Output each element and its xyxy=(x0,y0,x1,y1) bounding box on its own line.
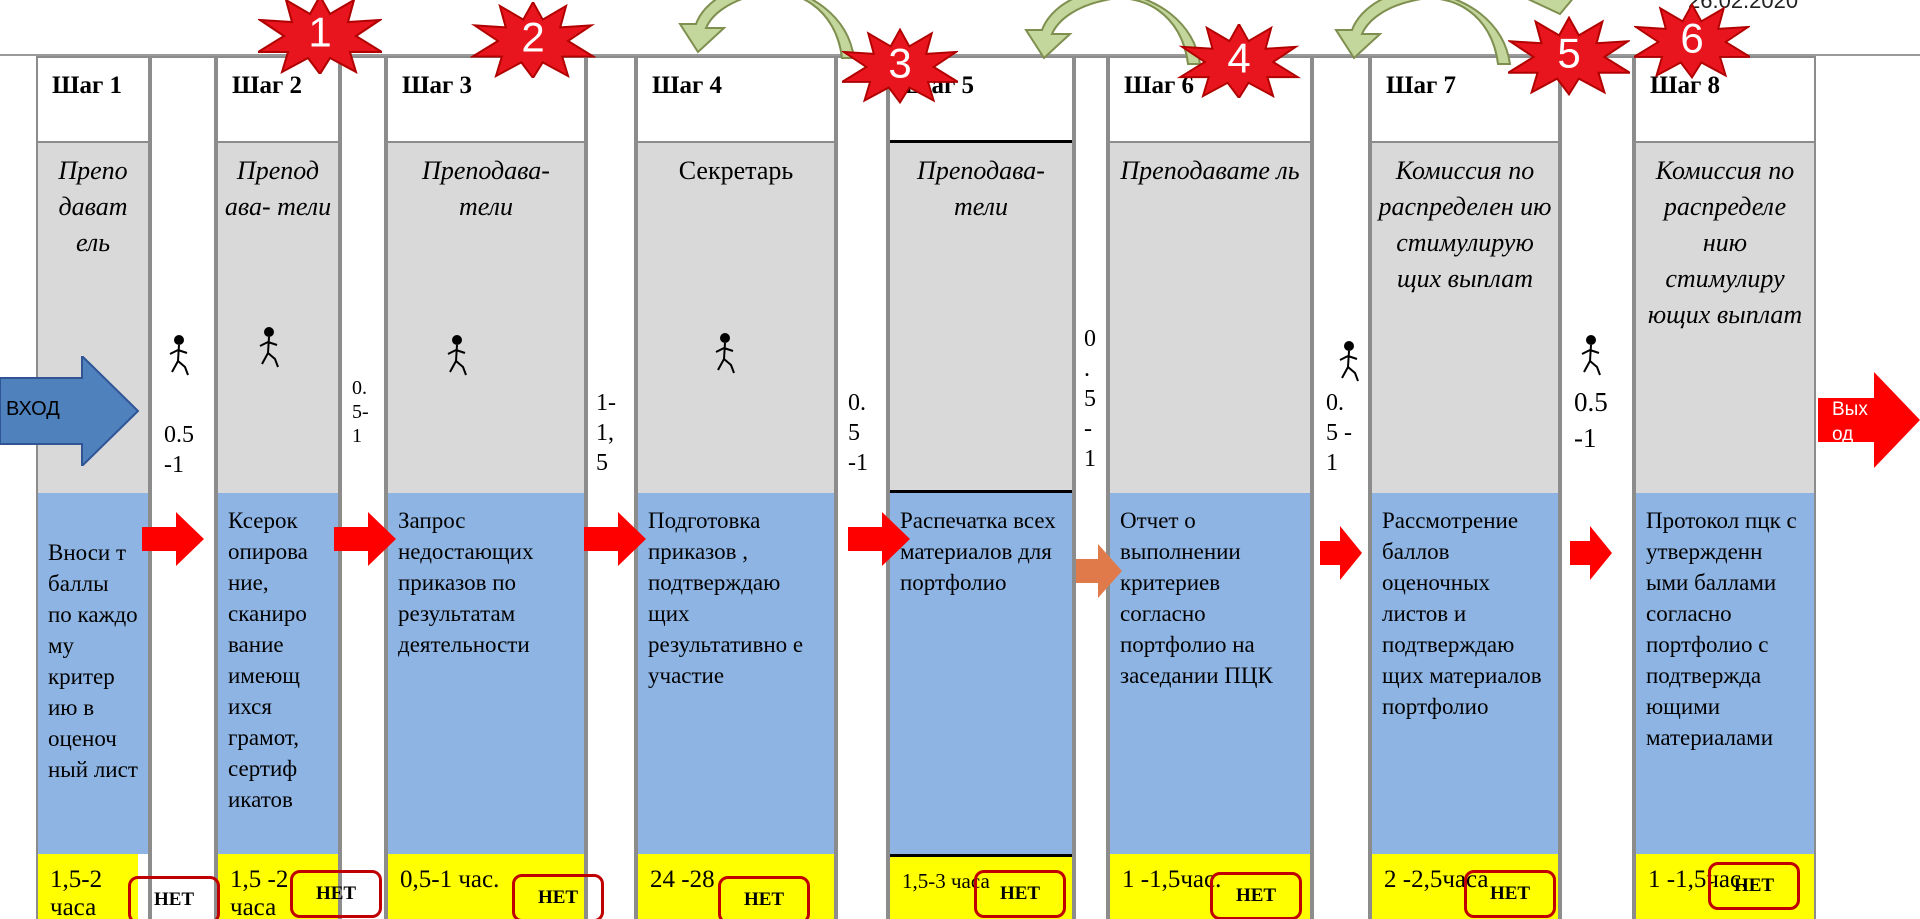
runner-icon xyxy=(1581,335,1601,376)
step-description: Подготовка приказов , подтверждаю щих ре… xyxy=(638,493,834,854)
right-arrow-icon xyxy=(1076,544,1122,598)
gap-3: 1- 1, 5 xyxy=(586,56,636,919)
runner-icon xyxy=(259,327,279,368)
starburst-icon xyxy=(838,27,962,105)
gap-time: 0. 5 - 1 xyxy=(1326,390,1352,476)
step-1-column: Шаг 1 Препо дават ель Вноси т баллы по к… xyxy=(36,56,150,919)
right-arrow-icon xyxy=(334,512,396,566)
right-arrow-icon xyxy=(1570,526,1612,580)
runner-icon xyxy=(169,335,189,376)
step-role: Преподавате ль xyxy=(1110,143,1310,493)
not-badge: НЕТ xyxy=(718,876,810,919)
not-badge: НЕТ xyxy=(1708,862,1800,910)
step-description: Протокол пцк с утвержденн ыми баллами со… xyxy=(1636,493,1814,854)
curved-arrow-icon xyxy=(1334,0,1512,65)
step-description: Запрос недостающих приказов по результат… xyxy=(388,493,584,854)
step-marker-6: 6 xyxy=(1630,2,1754,80)
starburst-icon xyxy=(1504,15,1634,97)
step-4-column: Шаг 4 Секретарь Подготовка приказов , по… xyxy=(636,56,836,919)
exit-label: Вых од xyxy=(1832,399,1868,445)
not-badge: НЕТ xyxy=(128,876,220,919)
gap-6: 0. 5 - 1 xyxy=(1312,56,1370,919)
curved-arrow-icon xyxy=(1527,0,1573,16)
right-arrow-icon xyxy=(848,512,910,566)
step-time: 1,5 -2 часа xyxy=(218,854,338,919)
marker-number: 6 xyxy=(1680,14,1704,62)
step-6-column: Шаг 6 Преподавате ль Отчет о выполнении … xyxy=(1108,56,1312,919)
step-7-column: Шаг 7 Комиссия по распределен ию стимули… xyxy=(1370,56,1560,919)
step-role: Секретарь xyxy=(638,143,834,493)
step-marker-2: 2 xyxy=(469,0,597,80)
step-title: Шаг 3 xyxy=(388,58,584,143)
gap-time: 0. 5- 1 xyxy=(352,377,369,447)
step-time: 0,5-1 час. xyxy=(388,854,584,919)
marker-number: 4 xyxy=(1227,34,1251,82)
step-role: Комиссия по распределен ию стимулирую щи… xyxy=(1372,143,1558,493)
entry-label: ВХОД xyxy=(6,398,60,420)
step-role: Преподава- тели xyxy=(890,143,1072,493)
runner-icon xyxy=(447,335,467,376)
gap-time: 1- 1, 5 xyxy=(596,390,616,476)
gap-1: 0.5 -1 xyxy=(150,56,216,919)
gap-time: 0.5 -1 xyxy=(1574,387,1608,453)
step-description: Распечатка всех материалов для портфолио xyxy=(890,493,1072,854)
step-role: Преподава- тели xyxy=(388,143,584,493)
step-title: Шаг 1 xyxy=(38,58,148,143)
right-arrow-icon xyxy=(1320,526,1362,580)
gap-4: 0. 5 -1 xyxy=(836,56,888,919)
step-marker-3: 3 xyxy=(838,27,962,105)
curved-arrow-icon xyxy=(678,0,856,59)
starburst-icon xyxy=(1630,2,1754,80)
right-arrow-icon xyxy=(142,512,204,566)
runner-icon xyxy=(715,333,735,374)
step-marker-1: 1 xyxy=(254,0,386,76)
step-5-column: Шаг 5 Преподава- тели Распечатка всех ма… xyxy=(888,56,1074,919)
step-description: Рассмотрение баллов оценочных листов и п… xyxy=(1372,493,1558,854)
step-description: Вноси т баллы по каждо му критер ию в оц… xyxy=(38,493,148,854)
step-title: Шаг 4 xyxy=(638,58,834,143)
not-badge: НЕТ xyxy=(1210,872,1302,919)
step-marker-5: 5 xyxy=(1504,15,1634,97)
gap-7: 0.5 -1 xyxy=(1560,56,1634,919)
step-8-column: Шаг 8 Комиссия по распределе нию стимули… xyxy=(1634,56,1816,919)
entry-arrow-icon xyxy=(0,356,140,466)
exit-arrow-icon xyxy=(1818,372,1920,468)
top-divider-line xyxy=(0,54,1920,56)
step-2-column: Шаг 2 Препод ава- тели Ксерок опирова ни… xyxy=(216,56,340,919)
gap-2: 0. 5- 1 xyxy=(340,56,386,919)
marker-number: 3 xyxy=(888,39,912,87)
not-badge: НЕТ xyxy=(974,870,1066,918)
step-time: 24 -28 xyxy=(638,854,834,919)
date-label: 26.02.2020 xyxy=(1688,0,1799,13)
runner-icon xyxy=(1339,341,1359,382)
step-time: 1,5-2 часа xyxy=(38,854,138,919)
curved-arrow-icon xyxy=(1024,0,1202,65)
step-marker-4: 4 xyxy=(1174,22,1304,100)
marker-number: 2 xyxy=(521,13,545,61)
marker-number: 5 xyxy=(1557,29,1581,77)
right-arrow-icon xyxy=(584,512,646,566)
not-badge: НЕТ xyxy=(290,870,382,918)
gap-time: 0.5 -1 xyxy=(164,422,194,478)
step-description: Отчет о выполнении критериев согласно по… xyxy=(1110,493,1310,854)
step-role: Препод ава- тели xyxy=(218,143,338,493)
gap-time: 0. 5 -1 xyxy=(848,390,868,476)
step-3-column: Шаг 3 Преподава- тели Запрос недостающих… xyxy=(386,56,586,919)
gap-time: 0 . 5 - 1 xyxy=(1084,326,1096,472)
step-role: Комиссия по распределе нию стимулиру ющи… xyxy=(1636,143,1814,493)
marker-number: 1 xyxy=(308,8,332,56)
not-badge: НЕТ xyxy=(512,874,604,919)
step-description: Ксерок опирова ние, сканиро вание имеющ … xyxy=(218,493,338,854)
gap-5: 0 . 5 - 1 xyxy=(1074,56,1108,919)
not-badge: НЕТ xyxy=(1464,870,1556,918)
